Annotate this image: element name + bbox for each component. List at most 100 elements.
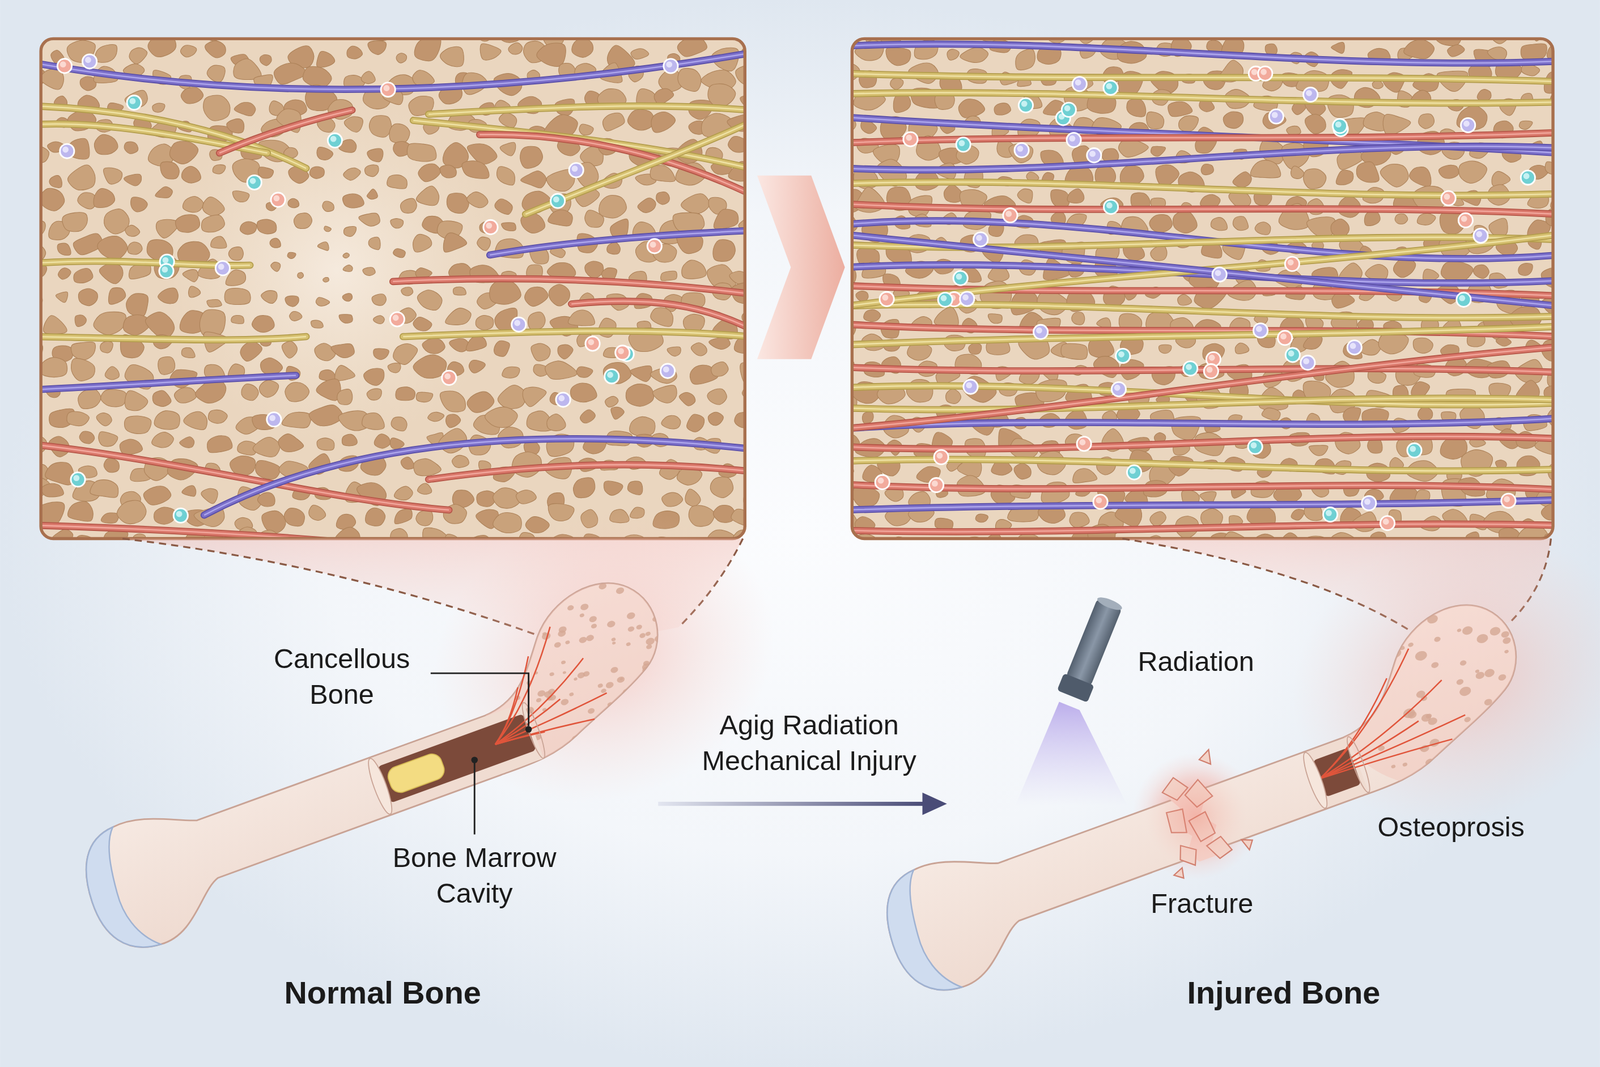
cell	[1093, 494, 1108, 509]
bone-pore	[94, 134, 118, 155]
cell	[249, 177, 257, 185]
cell	[1033, 324, 1048, 339]
cancellous-texture	[1465, 731, 1479, 744]
cell	[882, 294, 889, 301]
bone-pore	[599, 195, 627, 219]
cancellous-texture	[619, 677, 624, 681]
cell	[218, 263, 225, 270]
cancellous-texture	[614, 563, 625, 572]
bone-pore	[389, 123, 410, 143]
bone-pore	[55, 291, 68, 303]
bone-pore	[406, 143, 436, 162]
cancellous-texture	[1332, 640, 1341, 648]
nerve-vessel-fiber	[525, 122, 745, 215]
cell	[1284, 256, 1300, 271]
cancellous-texture	[1549, 707, 1563, 719]
bone-pore	[467, 192, 488, 209]
bone-pore	[308, 405, 343, 427]
bone-pore	[181, 485, 197, 497]
bone-pore	[567, 310, 595, 326]
nerve-vessel-fiber	[428, 464, 745, 480]
cell	[550, 193, 566, 209]
nerve-vessel-fiber	[204, 438, 745, 516]
cancellous-texture	[1467, 588, 1477, 597]
transition-chevron	[757, 175, 846, 360]
cell	[1444, 193, 1451, 201]
cell	[956, 137, 971, 152]
bone-pore	[960, 47, 989, 63]
bone-pore	[677, 68, 702, 92]
bone-pore	[70, 341, 96, 360]
bone-pore	[231, 315, 245, 324]
bone-pore	[270, 262, 281, 273]
cell	[1106, 202, 1113, 209]
bone-pore	[367, 148, 384, 163]
bone-pore	[1412, 337, 1433, 354]
bone-pore	[885, 47, 911, 66]
bone-pore	[324, 226, 332, 232]
bone-pore	[627, 109, 655, 131]
bone-pore	[391, 417, 407, 432]
cell	[383, 85, 390, 92]
bone-pore	[468, 360, 486, 374]
cancellous-texture	[490, 617, 495, 621]
bone-pore	[257, 492, 275, 507]
bone-pore	[362, 267, 376, 277]
cancellous-texture	[561, 744, 572, 754]
bone-pore	[129, 47, 148, 65]
nerve-vessel-fiber	[851, 436, 1553, 449]
cancellous-texture	[644, 578, 652, 585]
cell	[1461, 215, 1468, 223]
nerve-vessel-fiber	[851, 73, 1553, 82]
nerve-vessel-fiber	[851, 44, 1553, 64]
bone-pore	[1409, 167, 1432, 187]
cell	[1287, 259, 1294, 266]
bone-pore	[497, 384, 526, 409]
cancellous-texture	[608, 723, 614, 728]
bone-pore	[461, 160, 490, 179]
cell	[485, 222, 492, 229]
cell	[973, 232, 988, 247]
bone-pore	[1150, 245, 1167, 261]
cancellous-texture	[575, 745, 581, 751]
bone-pore	[68, 501, 94, 522]
bone-pore	[734, 412, 745, 429]
bone-pore	[651, 112, 676, 133]
bone-pore	[1017, 188, 1033, 203]
nerve-vessel-fiber	[851, 44, 1553, 64]
cancellous-texture	[1538, 684, 1546, 690]
cancellous-texture	[498, 641, 505, 647]
bone-pore	[477, 236, 491, 251]
bone-pore	[228, 247, 244, 261]
bone-pore	[205, 40, 227, 58]
cell	[1441, 191, 1456, 206]
cancellous-texture	[1516, 626, 1527, 636]
cancellous-texture	[1501, 636, 1512, 645]
cancellous-texture	[562, 671, 567, 675]
cell	[617, 347, 625, 355]
cancellous-texture	[541, 631, 547, 636]
bone-pore	[440, 46, 465, 67]
cell	[82, 54, 97, 69]
cancellous-texture	[669, 669, 675, 675]
cancellous-texture	[549, 671, 555, 677]
cancellous-texture	[684, 693, 695, 702]
cell	[1303, 358, 1310, 365]
nerve-vessel-fiber	[851, 146, 1553, 171]
bone-pore	[707, 388, 727, 405]
bone-pore	[1060, 343, 1088, 360]
cancellous-texture	[1513, 603, 1519, 609]
bone-pore	[257, 167, 274, 179]
bone-pore	[147, 38, 177, 57]
bone-pore	[446, 193, 469, 214]
cancellous-texture	[566, 604, 575, 612]
cancellous-texture	[553, 641, 562, 649]
bone-pore	[169, 141, 198, 164]
cancellous-texture	[1369, 680, 1377, 687]
cancellous-texture	[1346, 688, 1353, 695]
cancellous-texture	[667, 641, 672, 645]
cell	[270, 192, 286, 207]
bone-pore	[498, 112, 517, 128]
cancellous-texture	[629, 712, 637, 719]
bone-pore	[707, 412, 724, 426]
